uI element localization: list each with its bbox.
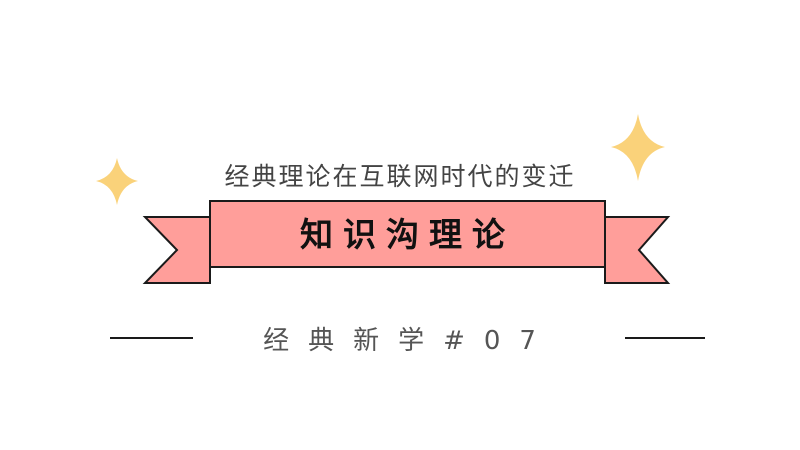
ribbon-banner <box>209 200 606 268</box>
sparkle-star-small-icon <box>96 158 138 205</box>
sparkle-star-large-icon <box>611 114 665 181</box>
ribbon-tail-right <box>604 216 671 284</box>
ribbon-tail-left <box>142 216 211 284</box>
subtitle: 经典理论在互联网时代的变迁 <box>224 162 576 191</box>
page-title: 知识沟理论 <box>300 215 515 254</box>
series-label: 经典新学#07 <box>263 326 555 356</box>
